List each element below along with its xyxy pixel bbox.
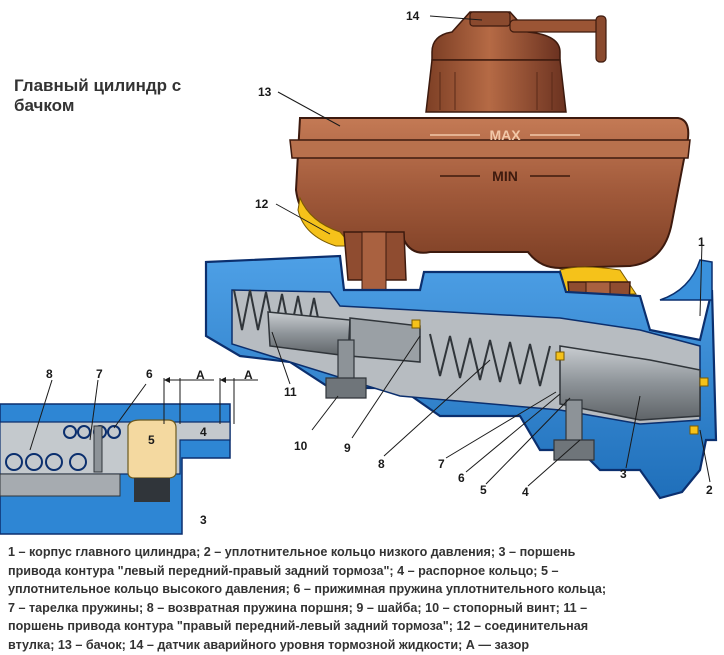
inset-label-6: 6: [146, 367, 153, 381]
reservoir: MAX MIN: [289, 11, 691, 341]
callout-13: 13: [258, 85, 272, 99]
legend-line: привода контура "левый передний-правый з…: [8, 563, 559, 578]
return-spring: [429, 333, 551, 387]
inset-label-5: 5: [148, 433, 155, 447]
callout-1: 1: [698, 235, 705, 249]
diagram-title: Главный цилиндр с бачком: [14, 76, 234, 116]
leader-lines: [271, 15, 711, 487]
figure-legend: 1 – корпус главного цилиндра; 2 – уплотн…: [8, 543, 716, 655]
callout-5: 5: [480, 483, 487, 497]
title-line-1: Главный цилиндр с: [14, 76, 182, 95]
connecting-sleeve-left: [297, 196, 354, 247]
title-line-2: бачком: [14, 96, 75, 115]
callout-3: 3: [620, 467, 627, 481]
callout-2: 2: [706, 483, 713, 497]
callout-12: 12: [255, 197, 269, 211]
seal-ring: [411, 319, 421, 329]
stop-screw-left: [325, 339, 367, 399]
piston-rear: [559, 345, 701, 421]
callout-7: 7: [438, 457, 445, 471]
callout-8: 8: [378, 457, 385, 471]
inset-label-7: 7: [96, 367, 103, 381]
stop-screw-right: [553, 399, 595, 461]
callout-9: 9: [344, 441, 351, 455]
seal-ring: [689, 425, 699, 435]
callout-4: 4: [522, 485, 529, 499]
sensor-connector: [509, 19, 601, 33]
max-level-label: MAX: [489, 127, 521, 143]
callout-6: 6: [458, 471, 465, 485]
seal-ring: [555, 351, 565, 361]
legend-line: 7 – тарелка пружины; 8 – возвратная пруж…: [8, 600, 588, 615]
reservoir-seam: [289, 139, 691, 159]
inset-label-8: 8: [46, 367, 53, 381]
legend-line: втулка; 13 – бачок; 14 – датчик аварийно…: [8, 637, 530, 652]
inset-label-3: 3: [200, 513, 207, 527]
callout-14: 14: [406, 9, 420, 23]
cap-skirt: [425, 59, 567, 113]
legend-line: поршень привода контура "правый передний…: [8, 619, 589, 634]
callout-10: 10: [294, 439, 308, 453]
legend-line: 1 – корпус главного цилиндра; 2 – уплотн…: [8, 545, 576, 559]
inset-label-4: 4: [200, 425, 207, 439]
inset-detail: [0, 377, 258, 535]
inset-gap-label-1: A: [196, 368, 205, 382]
sensor-plug: [595, 15, 607, 63]
seal-ring: [699, 377, 709, 387]
inset-gap-label-2: A: [244, 368, 253, 382]
legend-line: уплотнительное кольцо высокого давления;…: [8, 582, 607, 597]
callout-11: 11: [284, 385, 297, 399]
level-sensor-body: [469, 11, 511, 27]
min-level-label: MIN: [492, 168, 518, 184]
